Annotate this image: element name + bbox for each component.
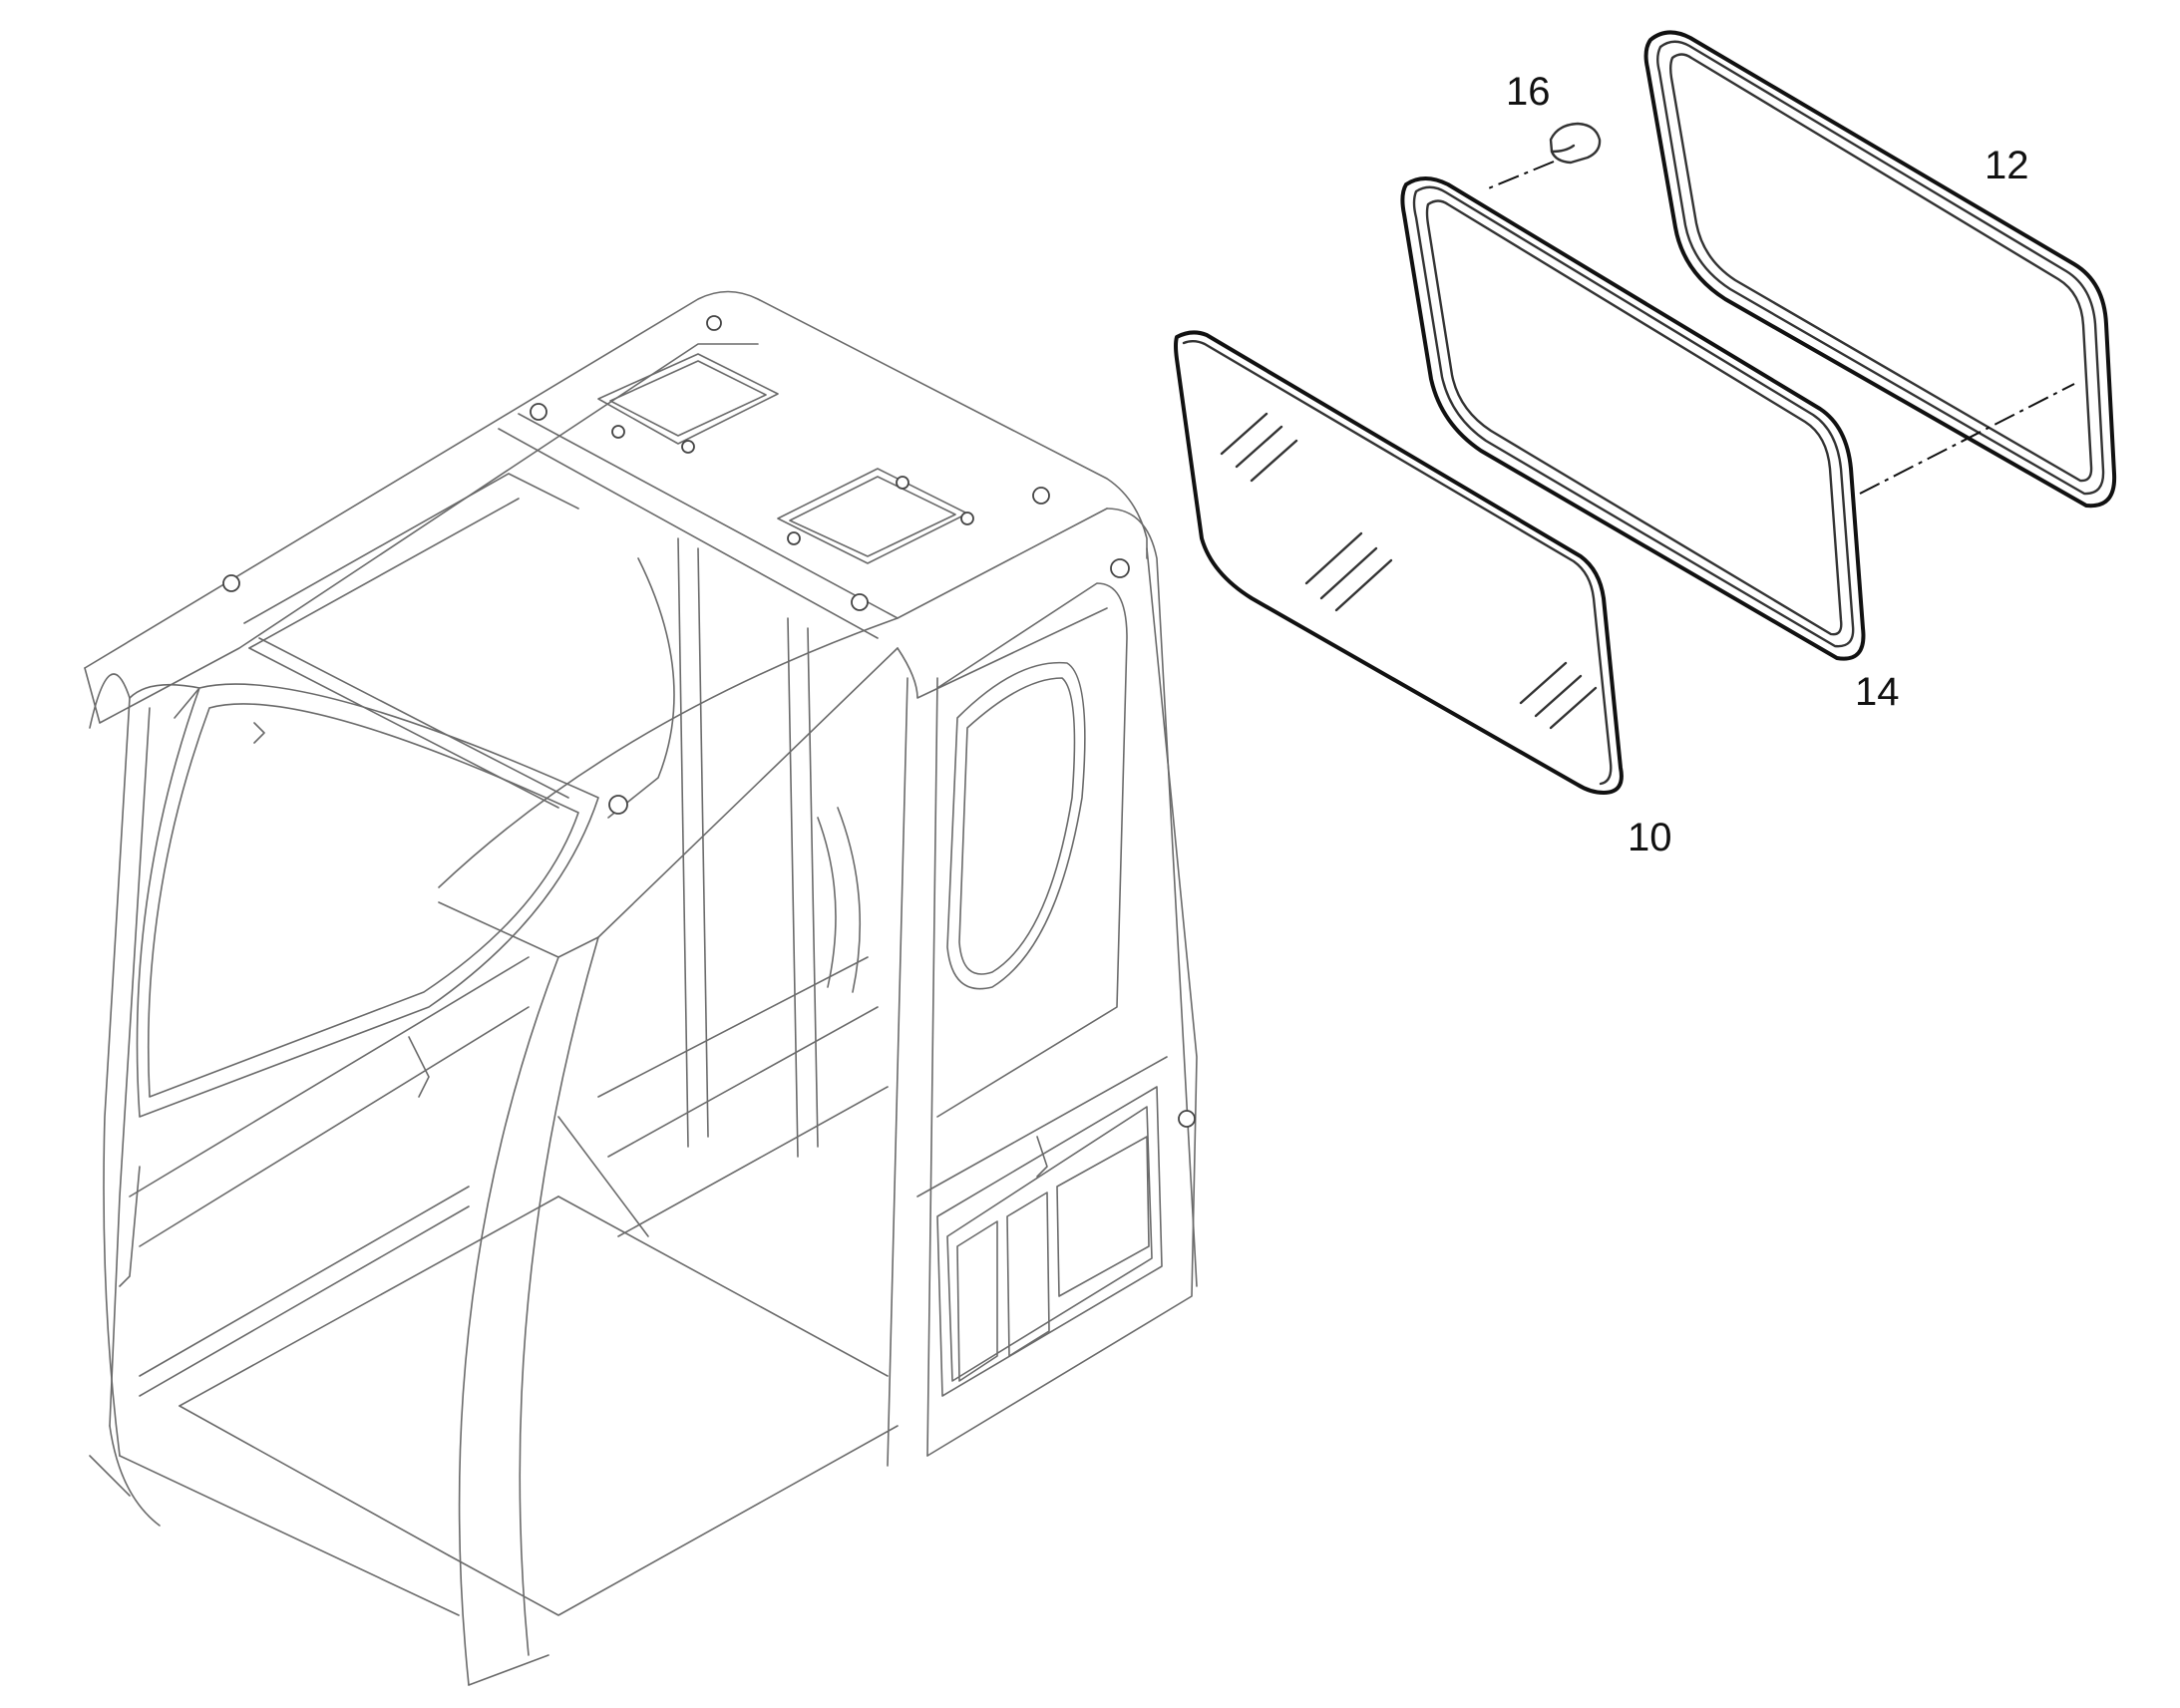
part-label-16: 16 xyxy=(1506,70,1551,114)
clip xyxy=(1549,122,1602,165)
glass-pane xyxy=(1174,330,1624,795)
seal-outer xyxy=(1643,30,2117,509)
part-label-12: 12 xyxy=(1985,144,2029,187)
part-label-14: 14 xyxy=(1855,670,1900,714)
part-label-10: 10 xyxy=(1628,816,1672,859)
assembly-lines xyxy=(1485,161,2075,495)
seal-inner xyxy=(1400,176,1866,661)
cab-frame xyxy=(84,290,1198,1686)
